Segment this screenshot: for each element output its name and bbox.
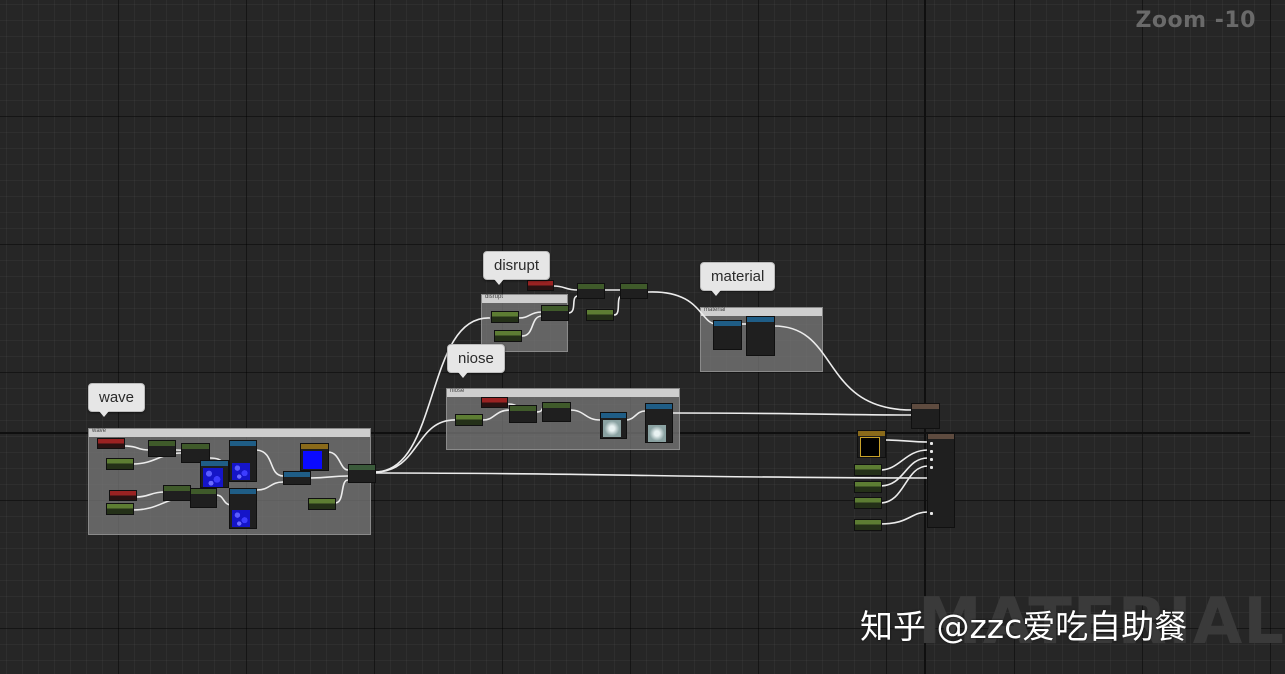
- wire: [521, 315, 543, 337]
- constant-node[interactable]: [854, 481, 882, 493]
- wire: [879, 465, 929, 504]
- vector-param-node[interactable]: [300, 443, 329, 471]
- lerp-node[interactable]: [283, 471, 311, 485]
- constant-node[interactable]: [854, 519, 882, 531]
- input-pin[interactable]: [930, 466, 933, 469]
- comment-title-bar[interactable]: wave: [89, 428, 370, 437]
- math-node[interactable]: [148, 440, 176, 457]
- noise-texture-node[interactable]: [600, 412, 627, 439]
- constant-node[interactable]: [494, 330, 522, 342]
- wire: [647, 291, 716, 325]
- constant-node[interactable]: [106, 503, 134, 515]
- comment-bubble-wave[interactable]: wave: [88, 383, 146, 417]
- wire: [879, 449, 929, 471]
- constant-node[interactable]: [854, 464, 882, 476]
- wire: [553, 285, 579, 291]
- constant-node[interactable]: [854, 497, 882, 509]
- comment-box-disrupt[interactable]: disrupt: [481, 294, 568, 352]
- constant-node[interactable]: [491, 311, 519, 323]
- noise-preview-icon: [603, 420, 621, 437]
- input-pin[interactable]: [930, 450, 933, 453]
- wire: [124, 445, 151, 451]
- connection-wires: [124, 285, 929, 525]
- graph-axis-vertical: [924, 0, 926, 674]
- input-pin[interactable]: [930, 512, 933, 515]
- comment-bubble-disrupt[interactable]: disrupt: [483, 251, 551, 285]
- texture-preview-icon: [232, 463, 250, 480]
- texture-sample-node[interactable]: [229, 440, 257, 482]
- wire: [569, 409, 601, 421]
- scalar-param-node[interactable]: [527, 280, 554, 291]
- constant-node[interactable]: [106, 458, 134, 470]
- wire: [132, 452, 183, 465]
- texture-preview-icon: [232, 510, 250, 527]
- noise-preview-icon: [648, 425, 666, 442]
- wire: [879, 511, 929, 525]
- material-watermark: MATERIAL: [918, 585, 1285, 659]
- wire: [879, 457, 929, 487]
- material-result-node[interactable]: [927, 433, 955, 528]
- wire: [374, 317, 491, 473]
- wire: [256, 449, 284, 477]
- wire: [334, 479, 349, 504]
- math-node[interactable]: [509, 405, 537, 423]
- wire: [374, 419, 458, 473]
- comment-title-bar[interactable]: material: [701, 307, 822, 316]
- zhihu-watermark: 知乎 @zzc爱吃自助餐: [860, 607, 1188, 646]
- input-pin[interactable]: [930, 442, 933, 445]
- wire: [518, 311, 543, 319]
- wire: [773, 325, 913, 411]
- multiply-node[interactable]: [348, 464, 376, 483]
- comment-title-bar[interactable]: disrupt: [482, 294, 567, 303]
- wire: [309, 475, 349, 479]
- noise-texture-node[interactable]: [645, 403, 673, 443]
- math-node[interactable]: [542, 402, 571, 422]
- constant-node[interactable]: [308, 498, 336, 510]
- math-node[interactable]: [577, 283, 605, 299]
- wire: [374, 472, 929, 479]
- color-preview-icon: [303, 451, 322, 469]
- texture-sample-node[interactable]: [200, 460, 229, 488]
- comment-bubble-material[interactable]: material: [700, 262, 776, 296]
- comment-bubble-niose[interactable]: niose: [447, 344, 505, 378]
- wire: [327, 451, 349, 471]
- scalar-param-node[interactable]: [481, 397, 508, 408]
- texture-preview-icon: [203, 468, 223, 487]
- comment-title-bar[interactable]: niose: [447, 388, 679, 397]
- math-node[interactable]: [541, 305, 569, 321]
- math-node[interactable]: [181, 443, 210, 463]
- wire: [567, 295, 579, 314]
- wire: [482, 409, 511, 421]
- color-preview-icon: [860, 437, 880, 457]
- vector-param-node[interactable]: [857, 430, 886, 458]
- constant-node[interactable]: [586, 309, 614, 321]
- math-node[interactable]: [620, 283, 648, 299]
- math-node[interactable]: [190, 488, 217, 508]
- material-function-node[interactable]: [746, 316, 775, 356]
- zoom-level-label: Zoom -10: [1135, 8, 1256, 33]
- material-function-node[interactable]: [713, 320, 742, 350]
- wire: [625, 410, 646, 421]
- constant-node[interactable]: [455, 414, 483, 426]
- math-node[interactable]: [163, 485, 191, 501]
- scalar-param-node[interactable]: [109, 490, 137, 501]
- input-pin[interactable]: [930, 458, 933, 461]
- wire: [671, 412, 913, 416]
- texture-sample-node[interactable]: [229, 488, 257, 529]
- scalar-param-node[interactable]: [97, 438, 125, 449]
- wire: [256, 481, 284, 491]
- wire: [135, 491, 166, 498]
- wire: [884, 439, 929, 443]
- multiply-output-node[interactable]: [911, 403, 940, 429]
